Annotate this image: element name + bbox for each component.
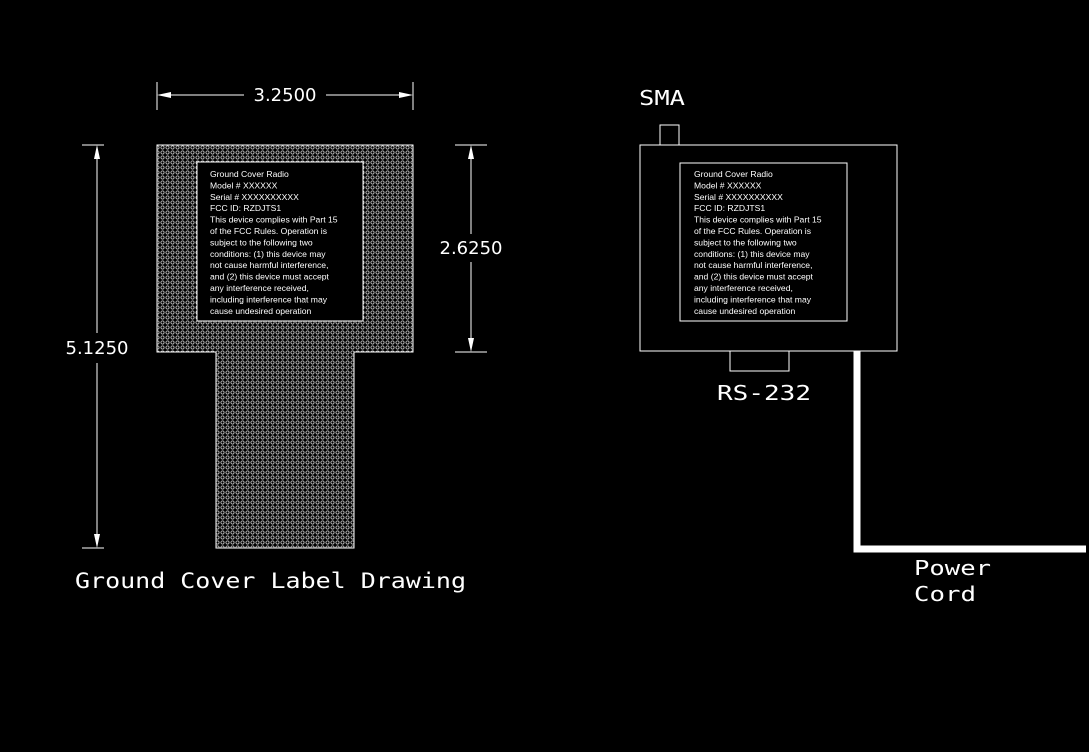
label-text-line: This device complies with Part 15 [210,215,338,225]
label-text-line: FCC ID: RZDJTS1 [210,203,281,213]
total-height-dimension: 5.1250 [66,144,129,549]
power-label-line1: Power [914,556,991,580]
label-text-line: any interference received, [210,283,309,293]
sma-label: SMA [639,86,685,110]
top-height-dimension: 2.6250 [440,144,503,353]
label-text-line: Ground Cover Radio [694,169,773,179]
total-height-dimension-value: 5.1250 [66,338,129,359]
label-text-line: FCC ID: RZDJTS1 [694,203,765,213]
width-dimension: 3.2500 [156,82,414,110]
label-text-line: Serial # XXXXXXXXXX [210,192,299,202]
width-dimension-value: 3.2500 [254,85,317,106]
rs232-connector [729,350,790,372]
device-label-box [679,162,848,322]
label-text-line: Model # XXXXXX [694,180,762,190]
label-text-line: any interference received, [694,283,793,293]
label-text-line: of the FCC Rules. Operation is [694,226,811,236]
label-text-line: not cause harmful interference, [210,260,328,270]
label-text-line: subject to the following two [694,237,797,247]
label-drawing-title: Ground Cover Label Drawing [75,569,466,593]
label-text-line: not cause harmful interference, [694,260,812,270]
label-text-line: and (2) this device must accept [694,272,814,282]
label-text-line: Model # XXXXXX [210,180,278,190]
power-label-line2: Cord [914,582,976,606]
sma-connector [659,124,680,146]
label-text-line: conditions: (1) this device may [210,249,326,259]
top-height-dimension-value: 2.6250 [440,238,503,259]
rs232-label: RS-232 [717,381,811,405]
label-text-line: of the FCC Rules. Operation is [210,226,327,236]
label-text-line: Ground Cover Radio [210,169,289,179]
label-text-line: This device complies with Part 15 [694,215,822,225]
label-text-line: conditions: (1) this device may [694,249,810,259]
label-text-line: and (2) this device must accept [210,272,330,282]
label-text-line: including interference that may [210,294,328,304]
label-text-line: cause undesired operation [210,306,312,316]
label-text-line: subject to the following two [210,237,313,247]
power-cord [853,351,1086,553]
label-text-line: including interference that may [694,294,812,304]
label-text-box [196,161,364,322]
label-text-line: cause undesired operation [694,306,796,316]
label-text-line: Serial # XXXXXXXXXX [694,192,783,202]
